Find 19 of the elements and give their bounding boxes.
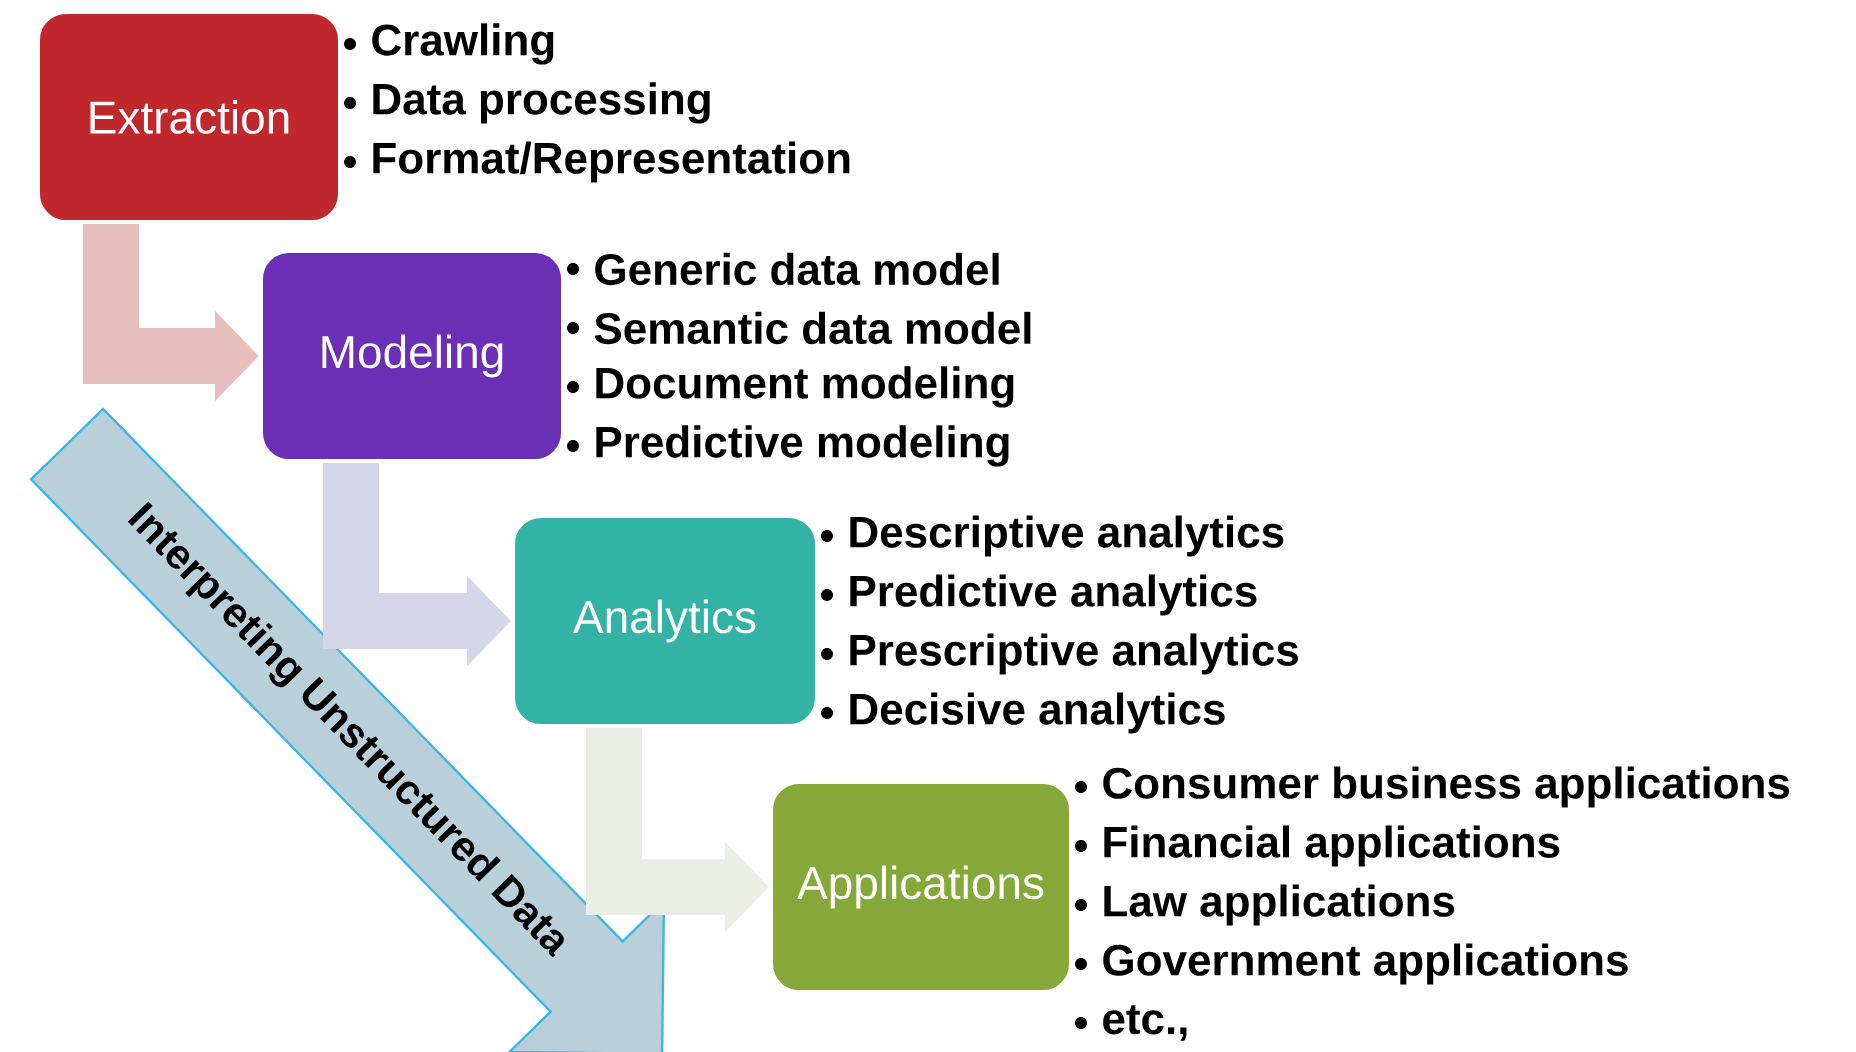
bullet-item: Law applications: [1104, 884, 1455, 926]
process-box: Analytics: [511, 514, 819, 728]
bullet-item: Generic data model: [595, 252, 999, 286]
bullet-item: etc.,: [1103, 1005, 1187, 1041]
bullet-item: Crawling: [372, 23, 554, 65]
bullet-item: Format/Representation: [373, 141, 850, 183]
bullet-item: Decisive analytics: [850, 692, 1225, 734]
bullet-item: Document modeling: [596, 366, 1014, 408]
process-box: Applications: [769, 780, 1073, 994]
bullet-item: Semantic data model: [594, 311, 1031, 345]
bullet-item: Predictive analytics: [850, 574, 1257, 616]
bullet-item: Prescriptive analytics: [850, 633, 1299, 675]
bullet-item: Data processing: [373, 82, 710, 124]
bullet-item: Consumer business applications: [1103, 766, 1790, 808]
bullet-item: Descriptive analytics: [850, 515, 1284, 557]
process-box: Modeling: [259, 249, 565, 463]
process-box: Extraction: [36, 10, 342, 224]
bullet-item: Financial applications: [1104, 825, 1560, 867]
bullet-item: Government applications: [1103, 943, 1628, 985]
